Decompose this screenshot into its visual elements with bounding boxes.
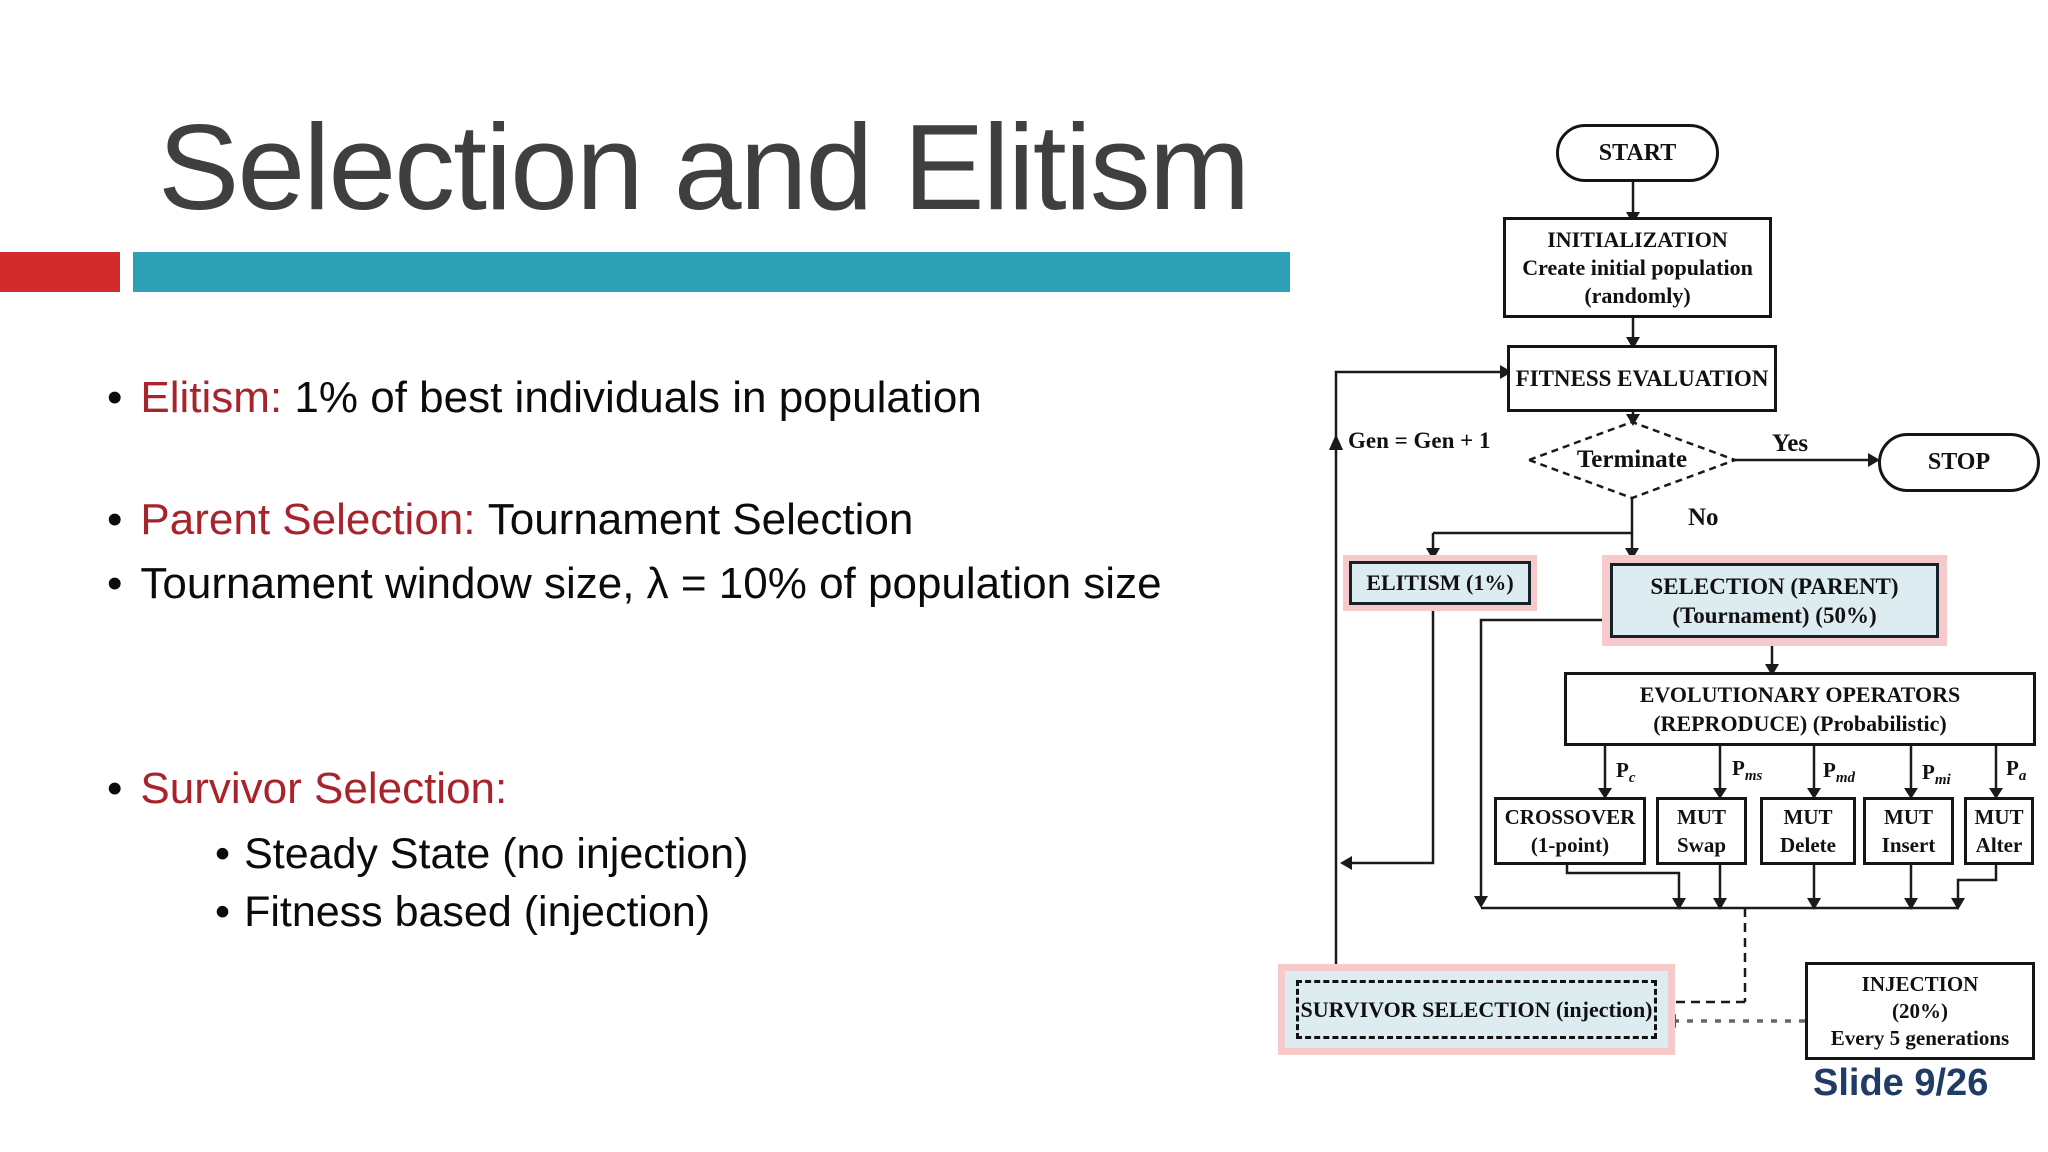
prob-mut-delete-label: Pmd bbox=[1823, 758, 1855, 787]
parent-selection-node: SELECTION (PARENT) (Tournament) (50%) bbox=[1602, 555, 1947, 646]
mut-delete-node: MUT Delete bbox=[1760, 797, 1856, 865]
init-line3: (randomly) bbox=[1584, 282, 1691, 308]
injection-line2: (20%) bbox=[1892, 998, 1948, 1023]
elitism-label: ELITISM (1%) bbox=[1366, 570, 1514, 595]
yes-label: Yes bbox=[1772, 430, 1809, 457]
bullet-parent-text: Tournament Selection bbox=[487, 495, 914, 544]
slide-number: Slide 9/26 bbox=[1813, 1062, 1989, 1104]
selection-line1: SELECTION (PARENT) bbox=[1650, 573, 1899, 599]
bullet-icon: • bbox=[107, 495, 123, 544]
bullet-icon: • bbox=[107, 373, 123, 422]
prob-mut-swap-label: Pms bbox=[1732, 756, 1763, 785]
no-label: No bbox=[1688, 504, 1719, 531]
accent-red-bar bbox=[0, 252, 120, 292]
elitism-node: ELITISM (1%) bbox=[1343, 555, 1537, 611]
prob-crossover-label: Pc bbox=[1616, 758, 1636, 787]
bullet-elitism-text: 1% of best individuals in population bbox=[294, 373, 982, 422]
fitness-evaluation-node: FITNESS EVALUATION bbox=[1507, 345, 1777, 412]
bullet-icon: • bbox=[107, 764, 123, 813]
bullet-survivor-selection: • Survivor Selection: bbox=[82, 763, 507, 816]
survivor-dashed-border bbox=[1296, 980, 1657, 1039]
start-label: START bbox=[1598, 139, 1677, 166]
subbullet-fitness-text: Fitness based (injection) bbox=[244, 888, 711, 936]
initialization-node: INITIALIZATION Create initial population… bbox=[1503, 217, 1772, 318]
stop-label: STOP bbox=[1927, 449, 1991, 475]
mut-swap-node: MUT Swap bbox=[1656, 797, 1747, 865]
mut-insert-node: MUT Insert bbox=[1863, 797, 1954, 865]
init-line1: INITIALIZATION bbox=[1547, 226, 1728, 252]
evolutionary-line2: (REPRODUCE) (Probabilistic) bbox=[1653, 711, 1947, 736]
bullet-elitism: • Elitism: 1% of best individuals in popu… bbox=[82, 372, 982, 425]
injection-node: INJECTION (20%) Every 5 generations bbox=[1805, 962, 2035, 1060]
bullet-tournament-text: Tournament window size, λ = 10% of popul… bbox=[140, 559, 1162, 608]
evolutionary-operators-node: EVOLUTIONARY OPERATORS (REPRODUCE) (Prob… bbox=[1564, 672, 2036, 746]
crossover-line1: CROSSOVER bbox=[1504, 805, 1636, 829]
bullet-parent-label: Parent Selection: bbox=[140, 495, 476, 544]
subbullet-steady-text: Steady State (no injection) bbox=[244, 830, 749, 878]
bullet-tournament-window: • Tournament window size, λ = 10% of popu… bbox=[82, 552, 1232, 616]
accent-teal-bar bbox=[133, 252, 1290, 292]
crossover-node: CROSSOVER (1-point) bbox=[1494, 797, 1646, 865]
bullet-icon: • bbox=[107, 559, 123, 608]
injection-line1: INJECTION bbox=[1861, 971, 1979, 996]
crossover-line2: (1-point) bbox=[1530, 833, 1610, 857]
terminate-label: Terminate bbox=[1576, 446, 1688, 473]
page-title: Selection and Elitism bbox=[158, 99, 1250, 235]
bullet-elitism-label: Elitism: bbox=[140, 373, 283, 422]
subbullet-fitness-based: • Fitness based (injection) bbox=[190, 887, 710, 939]
survivor-selection-node: SURVIVOR SELECTION (injection) bbox=[1278, 964, 1675, 1055]
evolutionary-line1: EVOLUTIONARY OPERATORS bbox=[1639, 682, 1961, 707]
fitness-label: FITNESS EVALUATION bbox=[1515, 365, 1769, 391]
bullet-icon: • bbox=[215, 888, 231, 936]
stop-node: STOP bbox=[1878, 433, 2040, 492]
bullet-parent-selection: • Parent Selection: Tournament Selection bbox=[82, 494, 913, 547]
bullet-icon: • bbox=[215, 830, 231, 878]
start-node: START bbox=[1556, 124, 1719, 182]
prob-mut-insert-label: Pmi bbox=[1922, 760, 1951, 789]
injection-line3: Every 5 generations bbox=[1830, 1025, 2010, 1050]
mut-alter-node: MUT Alter bbox=[1964, 797, 2034, 865]
survivor-label: SURVIVOR SELECTION (injection) bbox=[1300, 996, 1653, 1022]
prob-mut-alter-label: Pa bbox=[2006, 756, 2027, 785]
subbullet-steady-state: • Steady State (no injection) bbox=[190, 829, 748, 881]
gen-counter-label: Gen = Gen + 1 bbox=[1348, 428, 1491, 453]
selection-line2: (Tournament) (50%) bbox=[1672, 602, 1877, 628]
init-line2: Create initial population bbox=[1522, 254, 1753, 280]
terminate-diamond bbox=[1525, 420, 1739, 500]
bullet-survivor-label: Survivor Selection: bbox=[140, 764, 508, 813]
